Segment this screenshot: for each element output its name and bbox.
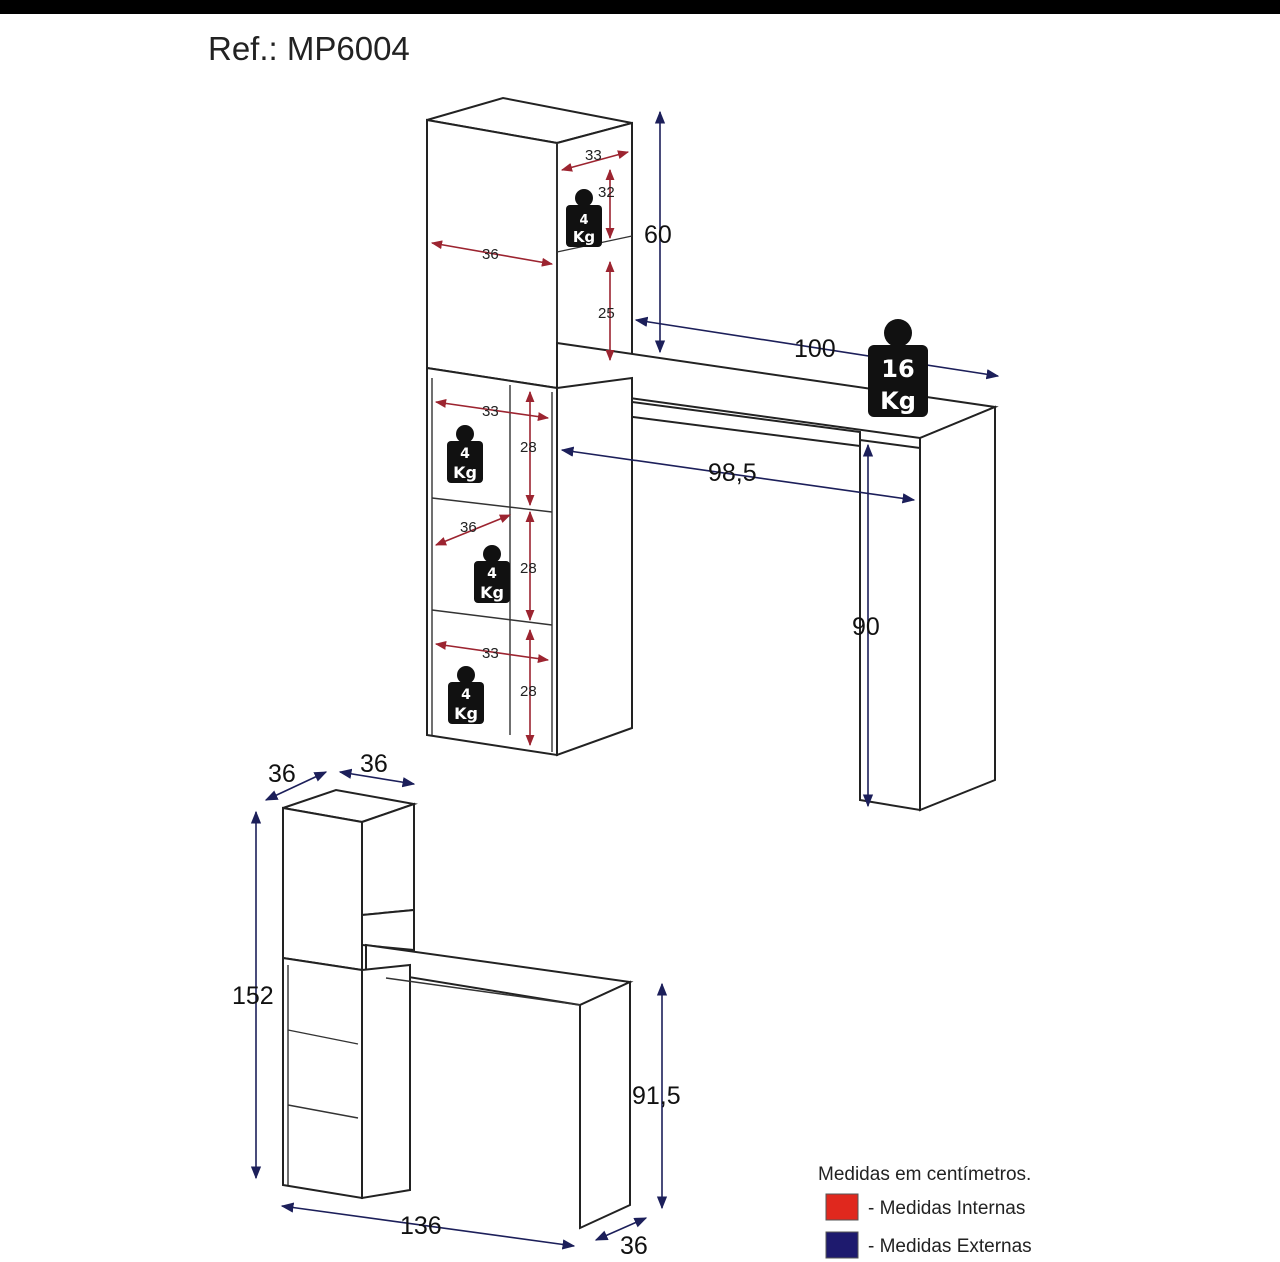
small-cabinet-door (361, 802, 415, 917)
svg-text:4: 4 (487, 566, 497, 582)
dim-lower-niche-height: 25 (598, 305, 615, 322)
desk-leg-front (919, 405, 996, 812)
external-dimensions: 60 100 98,5 90 (560, 110, 1000, 808)
legend-internal-swatch (825, 1193, 859, 1221)
svg-text:4: 4 (579, 213, 588, 228)
dim-cabinet-width: 36 (482, 246, 499, 263)
top-view-outline (426, 96, 999, 812)
small-shelving-front (282, 956, 363, 1200)
weight-shelf2: 4 Kg (474, 545, 510, 603)
svg-text:Kg: Kg (573, 228, 595, 246)
svg-text:4: 4 (461, 687, 471, 703)
svg-text:4: 4 (460, 446, 470, 462)
svg-text:Kg: Kg (454, 704, 478, 723)
dim-shelf3-width: 33 (482, 645, 499, 662)
svg-text:16: 16 (881, 355, 914, 383)
dim-upper-height: 32 (598, 184, 615, 201)
desk-leg (859, 438, 921, 812)
dim-bottom-total-width: 136 (400, 1212, 442, 1240)
dim-desk-height: 90 (852, 613, 880, 641)
legend: Medidas em centímetros. - Medidas Intern… (818, 1164, 1032, 1259)
dim-desk-inner-length: 98,5 (708, 459, 757, 487)
legend-note: Medidas em centímetros. (818, 1164, 1031, 1185)
dim-shelf1-width: 33 (482, 403, 499, 420)
small-shelving-side (361, 963, 411, 1200)
legend-external-swatch (825, 1231, 859, 1259)
drawing-sheet: Ref.: MP6004 (0, 14, 1280, 1262)
weight-shelf3: 4 Kg (448, 666, 484, 724)
small-desk-leg (579, 980, 631, 1230)
bottom-external-dimensions: 36 36 152 91,5 136 36 (232, 750, 681, 1260)
dim-bottom-width-top: 36 (360, 750, 388, 778)
legend-internal-label: - Medidas Internas (868, 1198, 1025, 1219)
lower-shelving-side (556, 376, 633, 757)
legend-external-label: - Medidas Externas (868, 1236, 1032, 1257)
small-niche (361, 908, 415, 952)
dim-bottom-depth-left: 36 (268, 760, 296, 788)
dim-shelf2-height: 28 (520, 560, 537, 577)
weight-upper-shelf: 4 Kg (566, 189, 602, 247)
weight-shelf1: 4 Kg (447, 425, 483, 483)
dim-shelf2-width: 36 (460, 519, 477, 536)
dim-top-height: 60 (644, 221, 672, 249)
bottom-view-outline (282, 788, 634, 1230)
internal-dimensions: 33 32 36 25 33 28 36 28 33 28 (430, 147, 630, 747)
svg-text:Kg: Kg (480, 583, 504, 602)
dim-desk-length: 100 (794, 335, 836, 363)
dim-bottom-total-height: 152 (232, 982, 274, 1010)
svg-text:Kg: Kg (880, 387, 916, 415)
small-cabinet-front (282, 806, 363, 972)
dim-shelf1-height: 28 (520, 439, 537, 456)
reference-title: Ref.: MP6004 (208, 30, 410, 67)
dim-bottom-desk-depth: 36 (620, 1232, 648, 1260)
weight-desk: 16 Kg (868, 319, 928, 417)
dim-bottom-desk-height: 91,5 (632, 1082, 681, 1110)
svg-text:Kg: Kg (453, 463, 477, 482)
dim-upper-width: 33 (585, 147, 602, 164)
dim-shelf3-height: 28 (520, 683, 537, 700)
